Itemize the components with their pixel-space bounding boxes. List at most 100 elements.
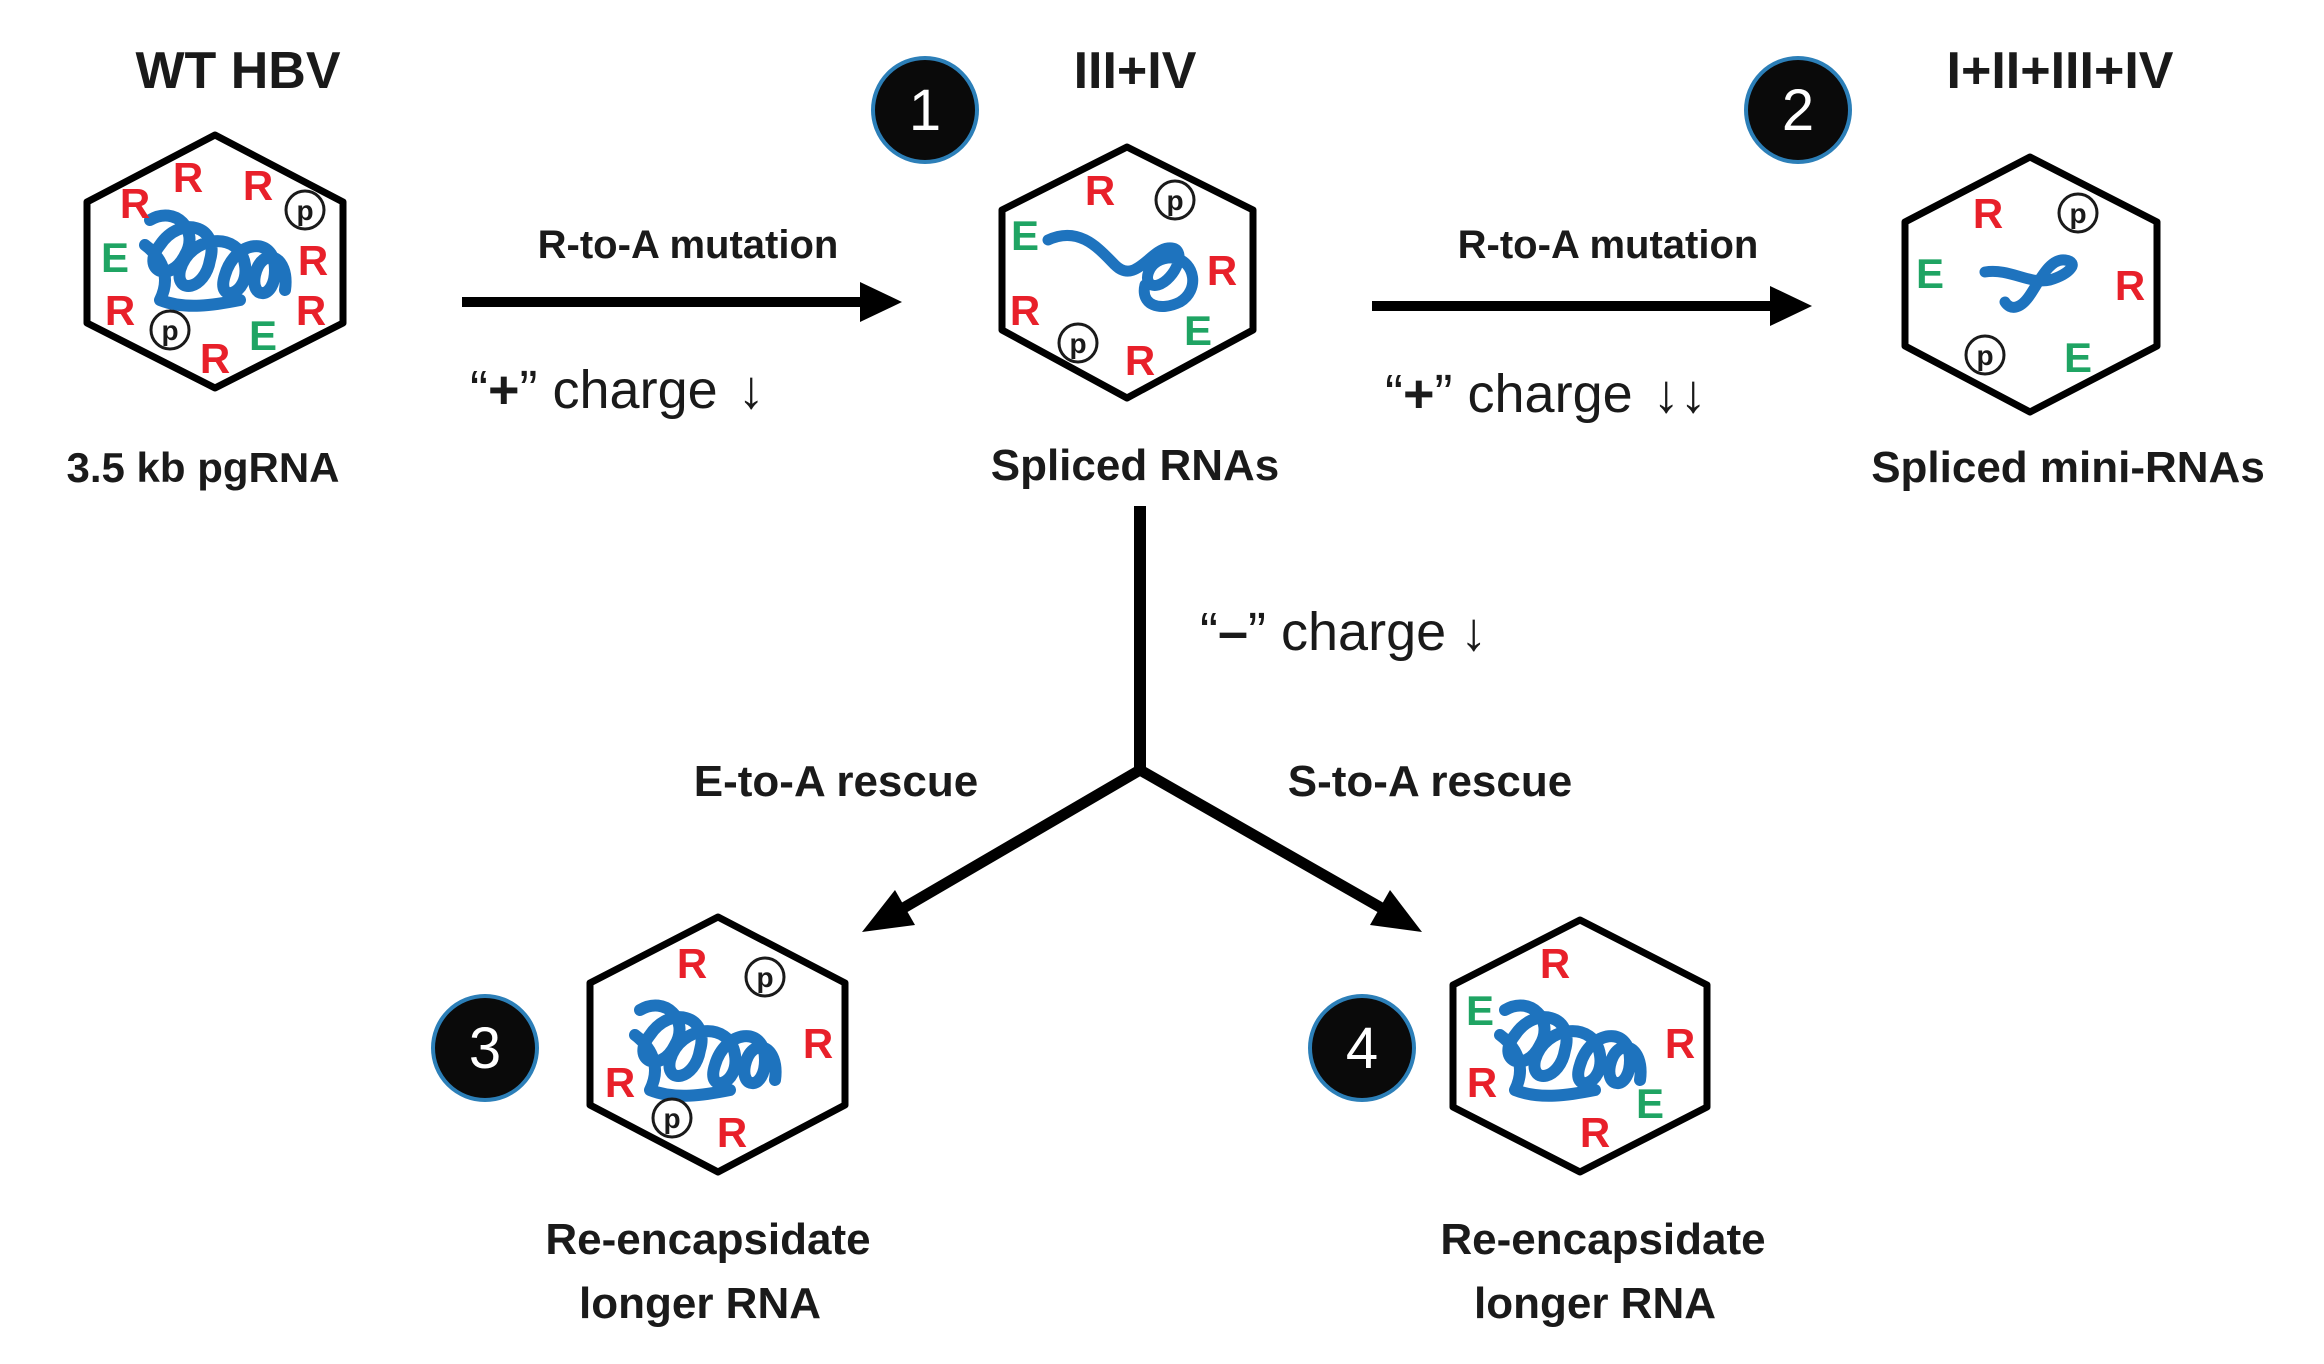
circled-p-icon: p [744,956,786,998]
capsid-4-group: 4 R R R R E E Re-encapsidate longer RNA [1308,916,1766,1328]
capsid-wt-residue: R [173,154,203,201]
capsid-4-residue: R [1665,1020,1695,1067]
charge-open-quote: “ [470,360,488,420]
capsid-4-hexagon-icon [1449,916,1711,1176]
arrow-1-group: R-to-A mutation “+” charge ↓ [462,223,902,420]
circled-p-label: p [1069,328,1086,359]
badge-4: 4 [1308,994,1416,1102]
capsid-4-rna-squiggle-icon [1494,999,1647,1102]
branch-right-head-icon [1370,890,1422,932]
arrow-2-head-icon [1770,286,1812,326]
circled-p-label: p [663,1103,680,1134]
capsid-3-caption-line1: Re-encapsidate [545,1215,870,1264]
capsid-wt-caption: 3.5 kb pgRNA [66,444,339,491]
badge-1-number: 1 [909,78,941,143]
circled-p-label: p [756,962,773,993]
capsid-1-residue: E [1184,307,1212,354]
capsid-1-caption: Spliced RNAs [991,441,1280,490]
capsid-wt-residue: R [298,237,328,284]
badge-4-number: 4 [1346,1016,1378,1081]
capsid-1-residue: R [1085,167,1115,214]
branch-left-head-icon [862,890,915,932]
circled-p-icon: p [651,1097,693,1139]
capsid-4-residue: R [1580,1109,1610,1156]
branch-right-shaft [1137,765,1388,915]
capsid-4-residue: R [1540,940,1570,987]
charge-sign: – [1218,602,1248,662]
capsid-1-residue: E [1011,212,1039,259]
arrow-1-charge: “+” charge ↓ [470,360,765,420]
circled-p-icon: p [284,189,326,231]
capsid-3-caption-line2: longer RNA [579,1279,821,1328]
capsid-2-residue: R [1973,190,2003,237]
charge-word: ” charge [1248,602,1446,662]
capsid-wt-rna-squiggle-icon [139,209,292,312]
charge-sign: + [488,360,520,420]
branch-arrow-group: “–” charge↓ E-to-A rescue S-to-A rescue [694,506,1572,932]
capsid-2-residue: R [2115,262,2145,309]
capsid-1-residue: R [1207,247,1237,294]
circled-p-icon: p [1154,179,1196,221]
arrow-1-label: R-to-A mutation [538,223,839,267]
capsid-3-residue: R [605,1059,635,1106]
capsid-2-title: I+II+III+IV [1947,42,2174,100]
badge-1: 1 [871,56,979,164]
capsid-wt-residue: R [296,287,326,334]
capsid-4-residue: E [1466,987,1494,1034]
circled-p-label: p [161,315,178,346]
arrow-2-group: R-to-A mutation “+” charge↓↓ [1372,223,1812,424]
circled-p-icon: p [149,309,191,351]
circled-p-label: p [1166,185,1183,216]
arrow-2-label: R-to-A mutation [1458,223,1759,267]
down-arrow-icon: ↓ [1460,602,1487,662]
charge-word: ” charge [1435,364,1633,424]
circled-p-label: p [296,195,313,226]
capsid-wt-title: WT HBV [135,42,340,100]
capsid-wt-group: WT HBV R R R R R R R E E p p 3.5 kb pgRN… [66,42,347,491]
circled-p-icon: p [1964,334,2006,376]
capsid-wt-residue: R [243,162,273,209]
capsid-2-caption: Spliced mini-RNAs [1871,443,2265,492]
capsid-wt-residue: R [105,287,135,334]
branch-right-label: S-to-A rescue [1288,757,1572,806]
circled-p-icon: p [1057,322,1099,364]
capsid-wt-residue: R [200,335,230,382]
capsid-3-residue: R [677,940,707,987]
circled-p-icon: p [2057,192,2099,234]
capsid-4-caption-line2: longer RNA [1474,1279,1716,1328]
capsid-1-group: 1 III+IV R R R R E E p p Spliced RNAs [871,42,1280,490]
charge-word: ” charge [520,360,718,420]
capsid-3-rna-squiggle-icon [629,999,782,1102]
capsid-4-residue: R [1467,1059,1497,1106]
arrow-1-head-icon [860,282,902,322]
double-down-arrow-icon: ↓↓ [1653,364,1707,424]
charge-open-quote: “ [1200,602,1218,662]
capsid-wt-residue: E [249,312,277,359]
branch-left-label: E-to-A rescue [694,757,978,806]
capsid-4-residue: E [1636,1080,1664,1127]
arrow-2-charge: “+” charge↓↓ [1385,364,1707,424]
badge-2: 2 [1744,56,1852,164]
capsid-2-rna-squiggle-icon [1979,254,2078,313]
capsid-wt-residue: E [101,234,129,281]
circled-p-label: p [2069,198,2086,229]
capsid-4-caption-line1: Re-encapsidate [1440,1215,1765,1264]
badge-3-number: 3 [469,1016,501,1081]
capsid-2-residue: E [2064,334,2092,381]
branch-left-shaft [897,765,1143,915]
capsid-2-group: 2 I+II+III+IV R R E E p p Spliced mini-R… [1744,42,2265,492]
capsid-3-group: 3 R R R R p p Re-encapsidate longer RNA [431,913,871,1328]
charge-sign: + [1403,364,1435,424]
badge-2-number: 2 [1782,78,1814,143]
capsid-1-title: III+IV [1074,42,1197,100]
down-arrow-icon: ↓ [738,360,765,420]
capsid-wt-residue: R [120,180,150,227]
capsid-2-residue: E [1916,250,1944,297]
capsid-3-residue: R [717,1109,747,1156]
badge-3: 3 [431,994,539,1102]
branch-charge: “–” charge↓ [1200,602,1487,662]
capsid-1-residue: R [1010,287,1040,334]
capsid-3-residue: R [803,1020,833,1067]
capsid-1-residue: R [1125,337,1155,384]
